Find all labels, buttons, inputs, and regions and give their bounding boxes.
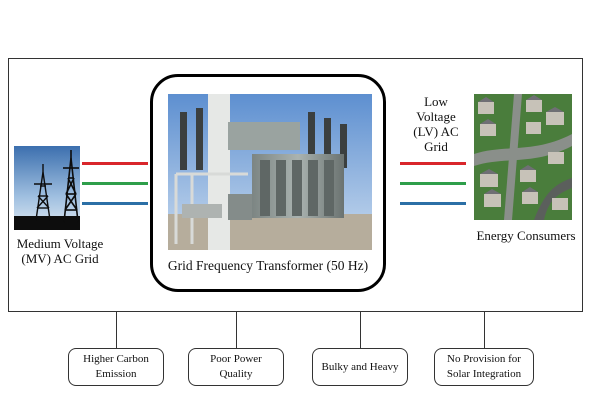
mv-wire-blue [82, 202, 148, 205]
drawback-box-bulky: Bulky and Heavy [312, 348, 408, 386]
connector-line-3 [360, 312, 361, 348]
mv-wire-red [82, 162, 148, 165]
lv-wire-blue [400, 202, 466, 205]
lv-wire-green [400, 182, 466, 185]
connector-line-1 [116, 312, 117, 348]
drawback-box-solar: No Provision for Solar Integration [434, 348, 534, 386]
mv-grid-towers-image [14, 146, 80, 230]
lv-grid-label: Low Voltage (LV) AC Grid [413, 94, 459, 154]
drawback-box-power-quality: Poor Power Quality [188, 348, 284, 386]
mv-wire-green [82, 182, 148, 185]
transformer-image [168, 94, 372, 250]
system-frame [8, 58, 583, 312]
transformer-label: Grid Frequency Transformer (50 Hz) [167, 258, 369, 273]
mv-grid-label: Medium Voltage (MV) AC Grid [16, 236, 104, 266]
drawback-box-carbon: Higher Carbon Emission [68, 348, 164, 386]
residential-houses-image [474, 94, 572, 220]
connector-line-4 [484, 312, 485, 348]
lv-wire-red [400, 162, 466, 165]
connector-line-2 [236, 312, 237, 348]
energy-consumers-label: Energy Consumers [476, 228, 576, 243]
